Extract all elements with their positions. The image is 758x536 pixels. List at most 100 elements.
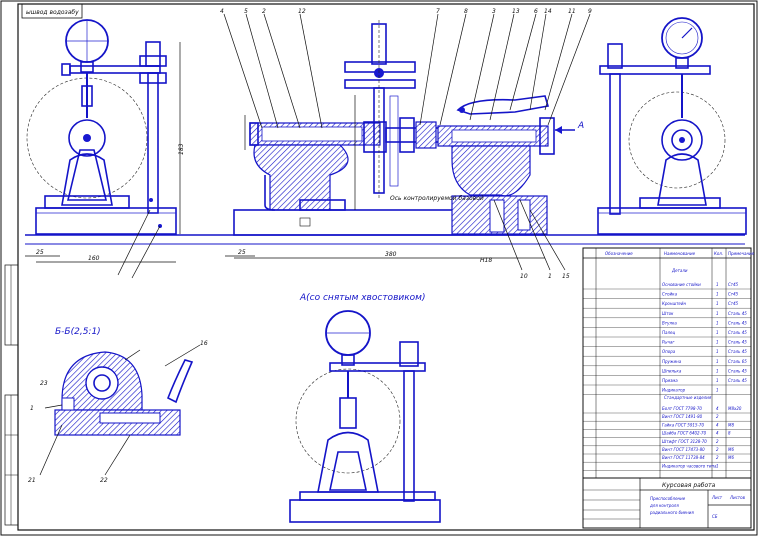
- std-row-name: Винт ГОСТ 17473-80: [662, 447, 705, 452]
- std-row-note: М8: [728, 422, 734, 427]
- spec-row-qty: 1: [716, 330, 719, 335]
- view-marker-a: А: [577, 121, 584, 131]
- std-row-name: Шайба ГОСТ 6402-70: [662, 431, 707, 436]
- dim-mid-width: 380: [385, 251, 397, 258]
- pos-label-8: 8: [464, 8, 468, 15]
- section-pos-21: 21: [28, 477, 36, 484]
- pos-label-11: 11: [568, 8, 576, 15]
- section-caption: Б-Б(2,5:1): [55, 327, 101, 337]
- title-line-2: для контроля: [649, 503, 679, 508]
- view-a-bottom: А(со снятым хвостовиком): [289, 293, 441, 523]
- spec-row-name: Рычаг: [662, 340, 675, 345]
- std-row-qty: 2: [716, 455, 719, 460]
- spec-row-qty: 1: [716, 292, 719, 297]
- spec-row-note: Сталь 45: [728, 311, 747, 316]
- spec-row-name: Шток: [662, 311, 674, 316]
- axis-note: Ось контролируемой базовой: [390, 195, 484, 202]
- spec-row-qty: 1: [716, 282, 719, 287]
- view-a-caption: А(со снятым хвостовиком): [299, 293, 425, 303]
- spec-row-note: Ст45: [728, 292, 739, 297]
- lever: [456, 95, 550, 115]
- dim-mid-offset: 25: [238, 249, 246, 256]
- spec-header-note: Примечание: [728, 251, 755, 256]
- pos-label-14: 14: [544, 8, 552, 15]
- std-row-qty: 2: [716, 439, 719, 444]
- spec-row-name: Пружина: [662, 359, 682, 364]
- indicator-arm-right: [599, 65, 711, 75]
- title-sheets: Листов: [729, 495, 746, 500]
- section-pos-20: 1: [30, 405, 34, 412]
- base-left: [35, 207, 177, 235]
- spec-row-note: Сталь 45: [728, 340, 747, 345]
- spec-row-qty: 1: [716, 349, 719, 354]
- pos-label-6: 6: [534, 8, 538, 15]
- spec-row-qty: 1: [716, 301, 719, 306]
- pos-label-7: 7: [436, 8, 440, 15]
- dim-left-offset: 25: [36, 249, 44, 256]
- std-row-name: Болт ГОСТ 7798-70: [662, 406, 702, 411]
- spec-row-note: Сталь 45: [728, 378, 747, 383]
- spec-header-qty: Кол.: [714, 251, 723, 256]
- spec-header-designation: Обозначение: [605, 251, 633, 256]
- section-pos-16: 16: [200, 340, 208, 347]
- spec-row-name: Шпилька: [662, 368, 682, 373]
- std-row-name: Винт ГОСТ 11738-84: [662, 455, 705, 460]
- column-right: [609, 73, 621, 215]
- pos-label-5: 5: [244, 8, 248, 15]
- spec-row-qty: 1: [716, 368, 719, 373]
- std-row-qty: 4: [716, 406, 719, 411]
- spec-row-qty: 1: [716, 340, 719, 345]
- spec-row-note: Сталь 45: [728, 320, 747, 325]
- spec-row-qty: 1: [716, 311, 719, 316]
- std-row-qty: 2: [716, 414, 719, 419]
- std-row-qty: 1: [716, 463, 719, 468]
- spec-row-note: Ст45: [728, 301, 739, 306]
- spec-section-std: Стандартные изделия: [664, 395, 712, 400]
- spec-row-qty: 1: [716, 388, 719, 393]
- section-pos-23: 23: [40, 380, 48, 387]
- spec-row-qty: 1: [716, 359, 719, 364]
- column-left: [147, 72, 159, 214]
- std-row-qty: 4: [716, 422, 719, 427]
- pos-label-13: 13: [512, 8, 520, 15]
- spec-row-name: Основание стойки: [662, 282, 701, 287]
- specification-table: Обозначение Наименование Кол. Примечание…: [582, 247, 755, 529]
- pos-label-9: 9: [588, 8, 592, 15]
- spec-row-name: Стойка: [662, 292, 678, 297]
- spec-row-name: Призма: [662, 378, 678, 383]
- spec-row-name: Втулка: [662, 320, 677, 325]
- central-section-view: 380 25 Н18 Ось контролируемой базовой 4 …: [220, 8, 592, 280]
- spec-row-name: Опора: [662, 349, 676, 354]
- spec-row-qty: 1: [716, 378, 719, 383]
- spec-row-note: Сталь 45: [728, 349, 747, 354]
- base-right: [597, 207, 747, 235]
- std-row-note: М6: [728, 447, 734, 452]
- spec-section-details: Детали: [671, 268, 688, 273]
- std-row-note: М6: [728, 455, 734, 460]
- std-row-name: Индикатор часового типа: [662, 463, 717, 468]
- spec-row-note: Ст45: [728, 282, 739, 287]
- title-course: Курсовая работа: [662, 482, 716, 489]
- section-b-b: Б-Б(2,5:1) 16 1 21 22 23: [28, 327, 208, 484]
- title-line-1: Приспособление: [650, 496, 686, 501]
- stamp-top-left-text: ышвод водозабу: [26, 9, 79, 16]
- title-code: СБ: [712, 514, 718, 519]
- std-row-name: Винт ГОСТ 1491-80: [662, 414, 703, 419]
- workpiece-outline-right: [628, 91, 726, 189]
- spec-row-note: Сталь 65: [728, 359, 747, 364]
- dim-left-width: 160: [88, 255, 100, 262]
- pos-label-1: 1: [548, 273, 552, 280]
- spindle-left: [68, 119, 106, 157]
- std-row-name: Штифт ГОСТ 3128-70: [662, 439, 707, 444]
- pos-label-4: 4: [220, 8, 224, 15]
- pos-label-15: 15: [562, 273, 570, 280]
- title-line-3: радиального биения: [649, 510, 694, 515]
- pos-label-10: 10: [520, 273, 528, 280]
- spec-row-name: Индикатор: [662, 388, 686, 393]
- prism-support-left: [66, 149, 108, 201]
- pos-label-12: 12: [298, 8, 306, 15]
- std-row-note: 8: [728, 431, 731, 436]
- section-pos-22: 22: [100, 477, 108, 484]
